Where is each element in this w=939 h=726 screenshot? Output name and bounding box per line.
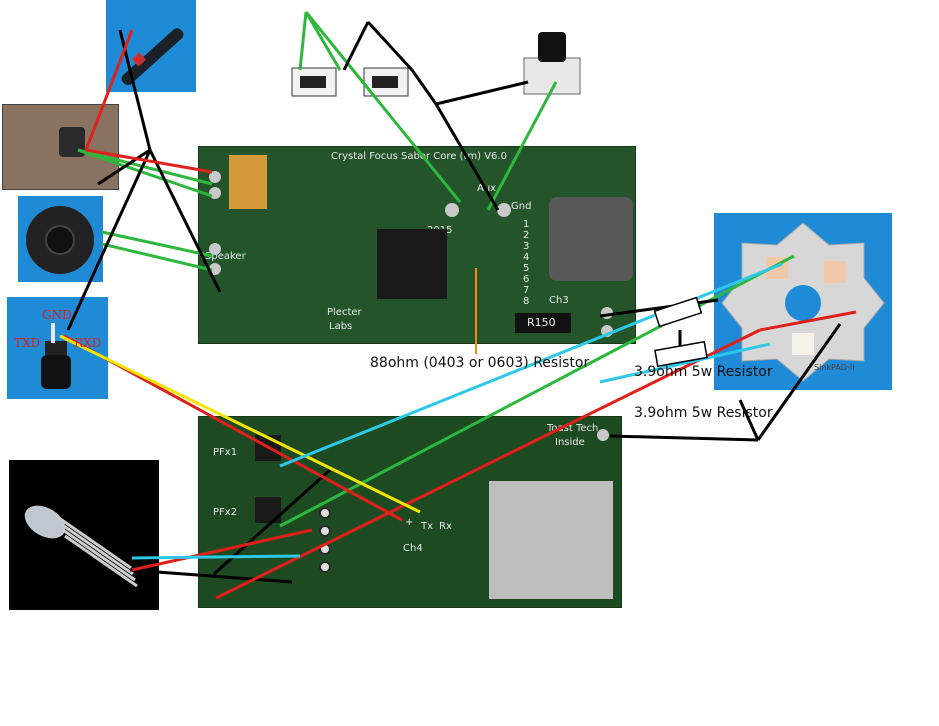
tact-switch-1-icon <box>291 67 337 97</box>
resistor-39-box-a <box>653 296 703 328</box>
pin-number-5: 5 <box>523 263 530 274</box>
rgb-led-photo <box>9 460 159 610</box>
green-wires <box>77 11 795 528</box>
pen-icon <box>121 28 184 86</box>
rgb-led-icon <box>24 505 138 588</box>
yellow-wires <box>59 334 421 514</box>
tx-label: Tx <box>421 521 434 532</box>
via-2 <box>319 525 331 537</box>
gnd-pad <box>497 203 511 217</box>
battery-pad-1 <box>209 171 221 183</box>
jack-txd-label: TXD <box>14 336 41 350</box>
tact-switch-3-icon <box>523 32 581 95</box>
tantalum-cap <box>229 155 267 209</box>
top-pcb: Crystal Focus Saber Core (tm) V6.0 2015 … <box>198 146 636 344</box>
pin-number-7: 7 <box>523 285 530 296</box>
inside-label: Inside <box>555 437 585 448</box>
plus-label: + <box>405 517 414 528</box>
toast-tech-label: Toast Tech <box>547 423 599 434</box>
pad-top-right <box>597 429 609 441</box>
gnd-label: Gnd <box>511 201 532 212</box>
ch3-label: Ch3 <box>549 295 569 306</box>
mcu-chip <box>377 229 447 299</box>
speaker-icon <box>26 206 94 274</box>
rx-label: Rx <box>439 521 452 532</box>
jack-rxd-label: RXD <box>74 336 102 350</box>
pin-number-3: 3 <box>523 241 530 252</box>
aux-pad <box>445 203 459 217</box>
pin-number-1: 1 <box>523 219 530 230</box>
jack-gnd-label: GND <box>42 308 72 322</box>
board-title: Crystal Focus Saber Core (tm) V6.0 <box>331 151 507 162</box>
ch4-label: Ch4 <box>403 543 423 554</box>
resistor-39-annotation-a: 3.9ohm 5w Resistor <box>634 364 773 380</box>
sense-resistor: R150 <box>515 313 571 333</box>
led-star-photo: SinkPAD-II <box>714 213 892 390</box>
via-1 <box>319 507 331 519</box>
via-4 <box>319 561 331 573</box>
speaker-photo <box>18 196 103 282</box>
brand-labs: Labs <box>329 321 353 332</box>
pfx2-label: PFx2 <box>213 507 238 518</box>
pen-battery-photo <box>106 0 196 92</box>
resistor-88-annotation: 88ohm (0403 or 0603) Resistor <box>370 355 590 371</box>
speaker-label: Speaker <box>205 251 246 262</box>
resistor-39-annotation-b: 3.9ohm 5w Resistor <box>634 405 773 421</box>
resistor-39-box-b <box>654 340 708 368</box>
pin-number-6: 6 <box>523 274 530 285</box>
black-wires <box>66 20 842 584</box>
pfx1-label: PFx1 <box>213 447 238 458</box>
pin-number-8: 8 <box>523 296 530 307</box>
cyan-wires <box>131 262 783 560</box>
brand-plecter: Plecter <box>327 307 362 318</box>
speaker-pad-1 <box>209 243 221 255</box>
jack-connector-icon <box>41 323 71 389</box>
pin-number-4: 4 <box>523 252 530 263</box>
jack-photo <box>7 297 108 399</box>
sd-card-slot <box>489 481 613 599</box>
inductor <box>549 197 633 281</box>
led-star-icon <box>721 222 885 382</box>
red-wires <box>63 29 857 600</box>
led-star-brand: SinkPAD-II <box>814 363 855 372</box>
pin-number-2: 2 <box>523 230 530 241</box>
resistor-code: R150 <box>527 316 556 329</box>
speaker-pad-2 <box>209 263 221 275</box>
